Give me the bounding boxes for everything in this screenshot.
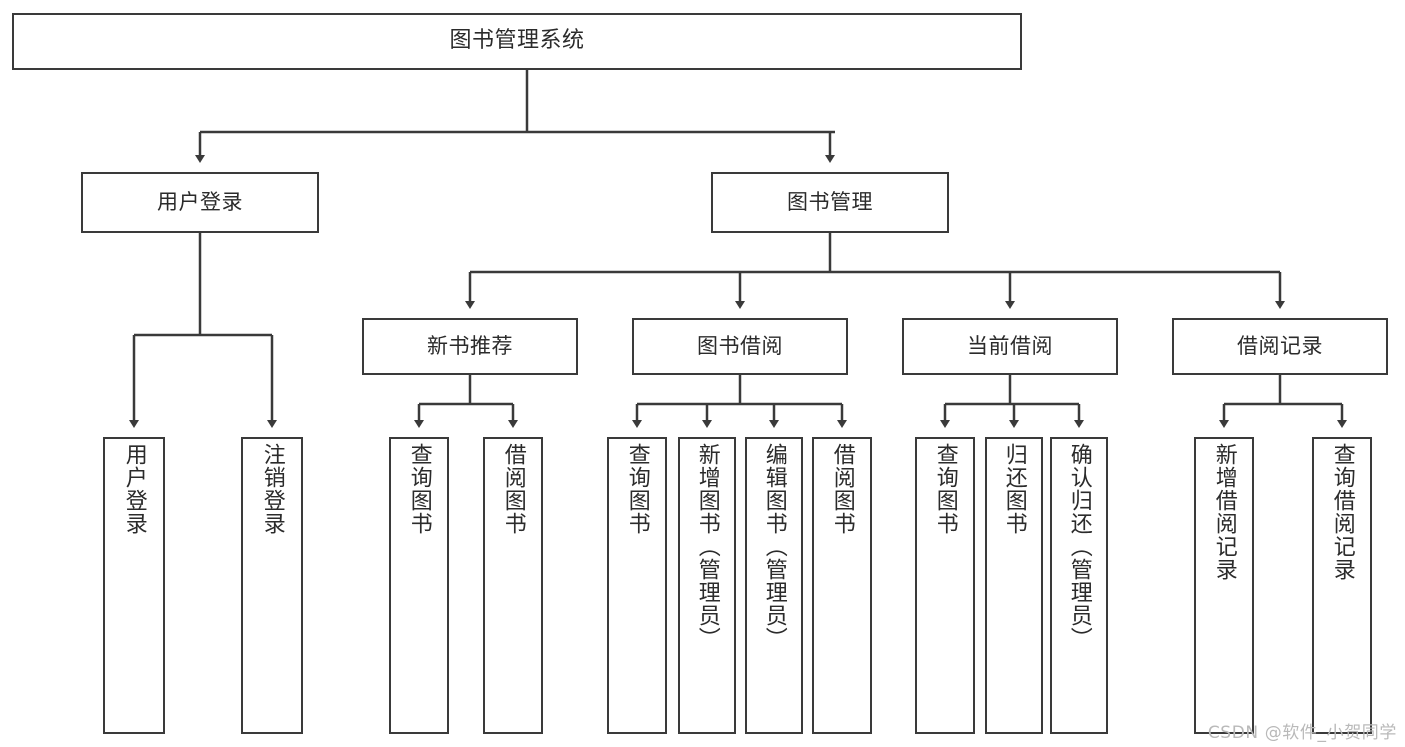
node-current-borrow-label: 当前借阅: [967, 333, 1053, 358]
node-leaf-add-book-label: 新增图书（管理员）: [694, 443, 720, 650]
node-leaf-return-book[interactable]: 归还图书: [985, 437, 1043, 734]
node-new-book-recommend-label: 新书推荐: [427, 333, 513, 358]
node-book-borrow-label: 图书借阅: [697, 333, 783, 358]
csdn-watermark: CSDN @软件_小贺同学: [1207, 723, 1397, 743]
node-leaf-borrow-book-1-label: 借阅图书: [500, 443, 526, 535]
node-leaf-add-book[interactable]: 新增图书（管理员）: [678, 437, 736, 734]
node-leaf-edit-book[interactable]: 编辑图书（管理员）: [745, 437, 803, 734]
node-leaf-query-book-2[interactable]: 查询图书: [607, 437, 667, 734]
node-leaf-query-book-1-label: 查询图书: [406, 443, 432, 535]
node-leaf-logout-label: 注销登录: [259, 443, 285, 535]
node-leaf-add-record-label: 新增借阅记录: [1211, 443, 1237, 581]
node-leaf-query-record-label: 查询借阅记录: [1329, 443, 1355, 581]
node-leaf-query-record[interactable]: 查询借阅记录: [1312, 437, 1372, 734]
node-leaf-borrow-book-2[interactable]: 借阅图书: [812, 437, 872, 734]
node-leaf-user-login[interactable]: 用户登录: [103, 437, 165, 734]
node-new-book-recommend[interactable]: 新书推荐: [362, 318, 578, 375]
node-borrow-record-label: 借阅记录: [1237, 333, 1323, 358]
node-leaf-borrow-book-2-label: 借阅图书: [829, 443, 855, 535]
node-user-login[interactable]: 用户登录: [81, 172, 319, 233]
node-leaf-confirm-return-label: 确认归还（管理员）: [1066, 443, 1092, 650]
node-leaf-return-book-label: 归还图书: [1001, 443, 1027, 535]
node-leaf-query-book-2-label: 查询图书: [624, 443, 650, 535]
node-current-borrow[interactable]: 当前借阅: [902, 318, 1118, 375]
node-leaf-confirm-return[interactable]: 确认归还（管理员）: [1050, 437, 1108, 734]
node-book-manage[interactable]: 图书管理: [711, 172, 949, 233]
node-user-login-label: 用户登录: [157, 189, 243, 214]
node-leaf-borrow-book-1[interactable]: 借阅图书: [483, 437, 543, 734]
node-leaf-user-login-label: 用户登录: [121, 443, 147, 535]
node-leaf-query-book-3-label: 查询图书: [932, 443, 958, 535]
node-root[interactable]: 图书管理系统: [12, 13, 1022, 70]
node-leaf-edit-book-label: 编辑图书（管理员）: [761, 443, 787, 650]
node-leaf-logout[interactable]: 注销登录: [241, 437, 303, 734]
node-book-borrow[interactable]: 图书借阅: [632, 318, 848, 375]
node-leaf-add-record[interactable]: 新增借阅记录: [1194, 437, 1254, 734]
node-leaf-query-book-3[interactable]: 查询图书: [915, 437, 975, 734]
node-book-manage-label: 图书管理: [787, 189, 873, 214]
node-root-label: 图书管理系统: [449, 28, 585, 54]
node-borrow-record[interactable]: 借阅记录: [1172, 318, 1388, 375]
node-leaf-query-book-1[interactable]: 查询图书: [389, 437, 449, 734]
